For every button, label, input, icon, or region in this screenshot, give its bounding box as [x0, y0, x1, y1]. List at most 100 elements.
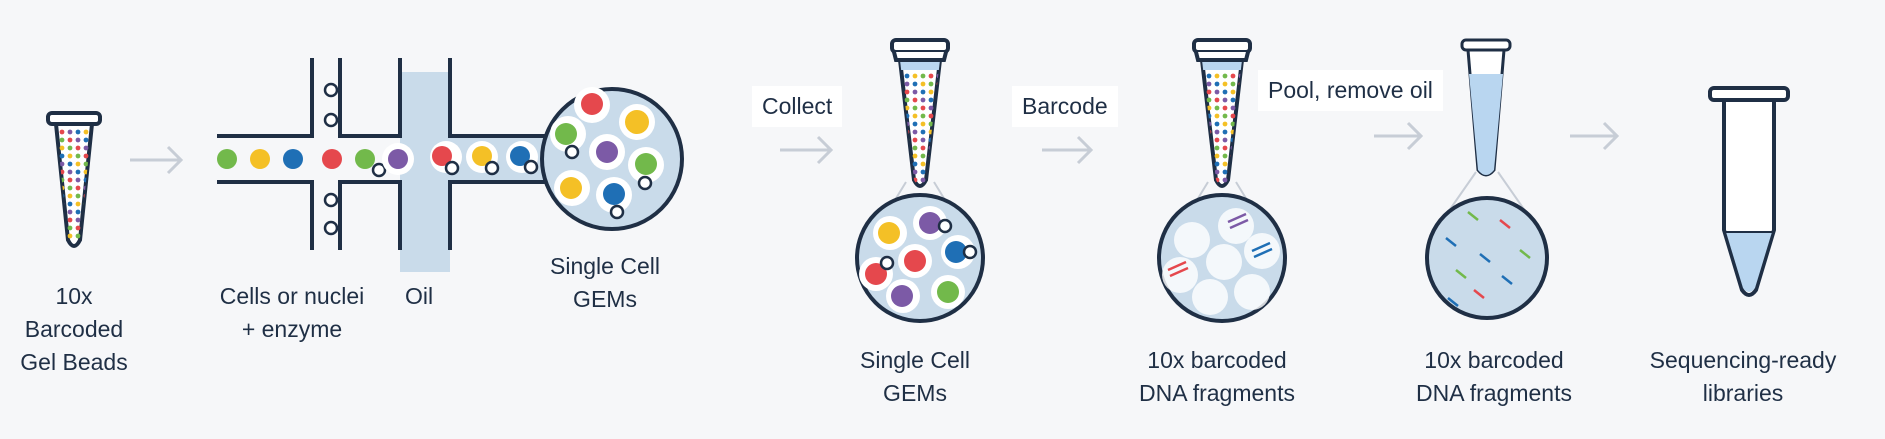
bead-dot — [904, 73, 910, 79]
bead-dot — [928, 177, 934, 183]
bead-dot — [1238, 129, 1242, 135]
bead-dot — [1230, 81, 1236, 87]
bead-dot — [91, 201, 92, 207]
bead-dot — [912, 153, 918, 159]
bead-dot — [91, 161, 92, 167]
bead-dot — [1214, 81, 1220, 87]
bead-dot — [83, 161, 89, 167]
bead-dot — [83, 129, 89, 135]
bead-dot — [928, 105, 934, 111]
bead-dot — [75, 129, 81, 135]
dna-fragment-icon — [1167, 212, 1273, 278]
bead-dot — [920, 177, 926, 183]
bead-dot — [91, 177, 92, 183]
bead-dot — [1222, 177, 1228, 183]
step-collect: Collect — [752, 86, 843, 127]
bead-dot — [1238, 153, 1242, 159]
bead-dot — [1238, 169, 1242, 175]
bead-dot — [67, 201, 73, 207]
bead-dot — [59, 137, 65, 143]
bead-dot — [936, 177, 940, 183]
bead-dot — [1222, 161, 1228, 167]
bead-dot — [67, 129, 73, 135]
gems-tube-label: Single Cell GEMs — [860, 347, 970, 406]
bead-dot — [1206, 105, 1212, 111]
bead-dot — [912, 81, 918, 87]
bead-dot — [912, 113, 918, 119]
bead-dot — [912, 73, 918, 79]
bead-dot — [75, 209, 81, 215]
bead-dot — [1238, 177, 1242, 183]
bead-dot — [936, 121, 940, 127]
bead-dot — [928, 121, 934, 127]
bead-dot — [920, 121, 926, 127]
bead-dot — [59, 233, 65, 239]
bead-dot — [1222, 89, 1228, 95]
bead-dot — [1230, 89, 1236, 95]
bead-dot — [1222, 145, 1228, 151]
bead-dot — [936, 169, 940, 175]
gem-tube-icon — [855, 38, 985, 323]
bead-dot — [1238, 113, 1242, 119]
bead-dot — [91, 169, 92, 175]
bead-dot — [904, 89, 910, 95]
bead-dot — [91, 225, 92, 231]
bead-dot — [67, 209, 73, 215]
bead-dot — [67, 217, 73, 223]
bead-dot — [75, 201, 81, 207]
bead-dot — [1222, 113, 1228, 119]
bead-dot — [83, 137, 89, 143]
bead-dot — [1206, 161, 1212, 167]
bead-dot — [1238, 137, 1242, 143]
bead-dot — [936, 137, 940, 143]
bead-dot — [912, 169, 918, 175]
dna-pooled-label: 10x barcoded DNA fragments — [1416, 347, 1572, 406]
arrow-right-icon — [1374, 121, 1424, 151]
gel-beads-label: 10x Barcoded Gel Beads — [20, 283, 128, 375]
bead-dot — [83, 225, 89, 231]
bead-dot — [75, 169, 81, 175]
bead-dot — [1206, 81, 1212, 87]
bead-dot — [1230, 177, 1236, 183]
bead-dot — [904, 97, 910, 103]
bead-dot — [1214, 161, 1220, 167]
bead-dot — [75, 145, 81, 151]
bead-dot — [1230, 113, 1236, 119]
bead-dot — [75, 233, 81, 239]
bead-dot — [67, 225, 73, 231]
bead-dot — [1206, 73, 1212, 79]
bead-dot — [1214, 89, 1220, 95]
bead-dot — [1214, 145, 1220, 151]
bead-dot — [1214, 121, 1220, 127]
bead-dot — [904, 81, 910, 87]
bead-dot — [928, 169, 934, 175]
bead-dot — [1238, 145, 1242, 151]
bead-dot — [1222, 137, 1228, 143]
bead-dot — [936, 161, 940, 167]
bead-dot — [1214, 137, 1220, 143]
bead-dot — [75, 225, 81, 231]
bead-dot — [1206, 89, 1212, 95]
bead-dot — [91, 233, 92, 239]
bead-dot — [67, 193, 73, 199]
bead-dot — [936, 129, 940, 135]
dna-fragment-icon — [1445, 211, 1531, 307]
microfluidic-chip-icon — [217, 58, 684, 272]
arrow-right-icon — [1570, 121, 1620, 151]
bead-dot — [920, 129, 926, 135]
step-pool: Pool, remove oil — [1258, 70, 1443, 111]
gems-chip-label: Single Cell GEMs — [550, 253, 660, 312]
bead-dot — [91, 193, 92, 199]
bead-dot — [67, 169, 73, 175]
dna-barcoded-label: 10x barcoded DNA fragments — [1139, 347, 1295, 406]
bead-dot — [75, 193, 81, 199]
bead-dot — [67, 137, 73, 143]
bead-dot — [904, 169, 910, 175]
bead-dot — [920, 137, 926, 143]
libraries-label: Sequencing-ready libraries — [1649, 347, 1837, 406]
bead-dot — [920, 145, 926, 151]
bead-dot — [920, 105, 926, 111]
bead-dot — [75, 153, 81, 159]
bead-dot — [920, 113, 926, 119]
